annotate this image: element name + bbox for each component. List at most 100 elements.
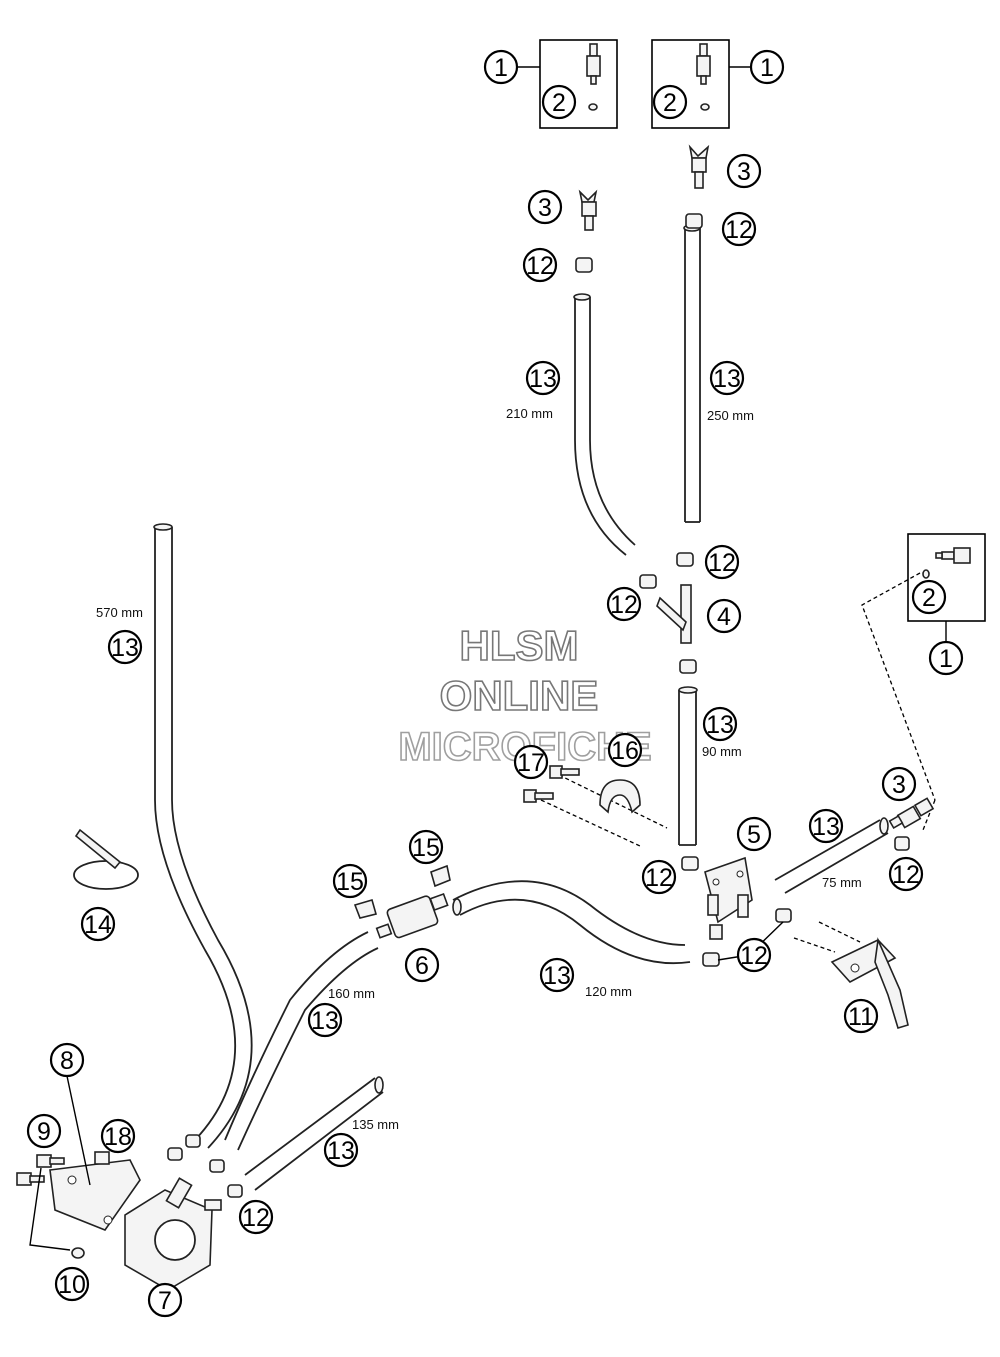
svg-text:13: 13 — [311, 1007, 339, 1035]
callout-11: 11 — [843, 998, 879, 1034]
svg-text:13: 13 — [111, 634, 139, 662]
hose-clip-16 — [599, 779, 641, 814]
fuel-tap — [704, 856, 753, 940]
clamp-tap-lower2 — [702, 952, 720, 967]
callout-16: 16 — [607, 732, 643, 768]
svg-text:2: 2 — [663, 89, 677, 117]
svg-text:15: 15 — [412, 834, 440, 862]
screw-9-b — [16, 1172, 45, 1186]
svg-text:8: 8 — [60, 1047, 74, 1075]
callout-12-pump: 12 — [238, 1199, 274, 1235]
callout-9: 9 — [26, 1113, 62, 1149]
callout-1-right: 1 — [928, 640, 964, 676]
svg-text:13: 13 — [529, 365, 557, 393]
svg-text:12: 12 — [892, 861, 920, 889]
clip-15-right — [430, 864, 451, 888]
callout-2-right: 2 — [911, 579, 947, 615]
callout-13-135mm: 13 — [323, 1132, 359, 1168]
dim-90: 90 mm — [702, 744, 742, 759]
clip-15-left — [353, 899, 377, 919]
callout-8: 8 — [49, 1042, 85, 1078]
svg-text:7: 7 — [158, 1287, 172, 1315]
washer-10 — [71, 1247, 85, 1259]
svg-text:2: 2 — [552, 89, 566, 117]
bolt-17-lower — [523, 789, 554, 803]
svg-text:5: 5 — [747, 821, 761, 849]
fuel-filter — [375, 892, 449, 939]
bracket — [830, 937, 909, 1029]
svg-text:12: 12 — [610, 591, 638, 619]
fuel-pump — [124, 1177, 222, 1291]
callout-3-lower-right: 3 — [881, 766, 917, 802]
callout-10: 10 — [54, 1266, 90, 1302]
callout-1-left: 1 — [483, 49, 519, 85]
svg-text:1: 1 — [760, 54, 774, 82]
svg-text:1: 1 — [494, 54, 508, 82]
t-piece — [656, 584, 692, 644]
screw-9-a — [36, 1154, 65, 1168]
quick-coupling-box-right — [922, 547, 971, 579]
svg-text:13: 13 — [543, 962, 571, 990]
part-box-middle — [651, 39, 730, 129]
svg-text:13: 13 — [812, 813, 840, 841]
dim-570: 570 mm — [96, 605, 143, 620]
clamp-right-top — [685, 213, 703, 229]
callout-2-middle: 2 — [652, 84, 688, 120]
svg-text:13: 13 — [713, 365, 741, 393]
svg-text:18: 18 — [104, 1123, 132, 1151]
svg-text:13: 13 — [327, 1137, 355, 1165]
quick-coupling-box-left — [586, 43, 601, 111]
callout-13-160mm: 13 — [307, 1002, 343, 1038]
quick-coupling-box-middle — [696, 43, 711, 111]
bolt-17-upper — [549, 765, 580, 779]
callout-14: 14 — [80, 906, 116, 942]
svg-text:12: 12 — [526, 252, 554, 280]
watermark-line1: HLSM — [460, 622, 579, 669]
dim-135: 135 mm — [352, 1117, 399, 1132]
callout-13-90mm: 13 — [702, 706, 738, 742]
part-box-left — [539, 39, 618, 129]
cable-tie — [73, 828, 139, 890]
dim-75: 75 mm — [822, 875, 862, 890]
callout-12-right-top: 12 — [721, 211, 757, 247]
callout-15-left: 15 — [332, 863, 368, 899]
dim-210: 210 mm — [506, 406, 553, 421]
dim-250: 250 mm — [707, 408, 754, 423]
svg-text:12: 12 — [645, 864, 673, 892]
clamp-below-t — [679, 659, 697, 674]
watermark-line2: ONLINE — [440, 672, 599, 719]
callout-6: 6 — [404, 947, 440, 983]
svg-text:10: 10 — [58, 1271, 86, 1299]
callout-12-75mm: 12 — [888, 856, 924, 892]
clamp-tap — [681, 856, 699, 871]
callout-13-210mm: 13 — [525, 360, 561, 396]
callout-3-left: 3 — [527, 189, 563, 225]
callout-17: 17 — [513, 744, 549, 780]
svg-text:2: 2 — [922, 584, 936, 612]
dim-160: 160 mm — [328, 986, 375, 1001]
clamp-near-t1 — [676, 552, 694, 567]
callout-12-left-top: 12 — [522, 247, 558, 283]
svg-text:13: 13 — [706, 711, 734, 739]
svg-text:12: 12 — [725, 216, 753, 244]
clamp-left-top — [575, 257, 593, 273]
svg-text:1: 1 — [939, 645, 953, 673]
clamp-pump1 — [167, 1147, 183, 1161]
svg-text:4: 4 — [717, 603, 731, 631]
callout-5: 5 — [736, 816, 772, 852]
coupling-right-top — [688, 144, 710, 189]
clamp-tap-lower1 — [775, 908, 792, 923]
callout-1-middle: 1 — [749, 49, 785, 85]
svg-text:12: 12 — [708, 549, 736, 577]
callout-12-near-t-left: 12 — [606, 586, 642, 622]
clamp-pump4 — [227, 1184, 243, 1198]
callout-12-tap: 12 — [641, 859, 677, 895]
svg-text:9: 9 — [37, 1118, 51, 1146]
callout-13-120mm: 13 — [539, 957, 575, 993]
dim-120: 120 mm — [585, 984, 632, 999]
svg-text:3: 3 — [737, 158, 751, 186]
svg-text:15: 15 — [336, 868, 364, 896]
svg-text:12: 12 — [242, 1204, 270, 1232]
svg-text:17: 17 — [517, 749, 545, 777]
svg-text:12: 12 — [740, 942, 768, 970]
